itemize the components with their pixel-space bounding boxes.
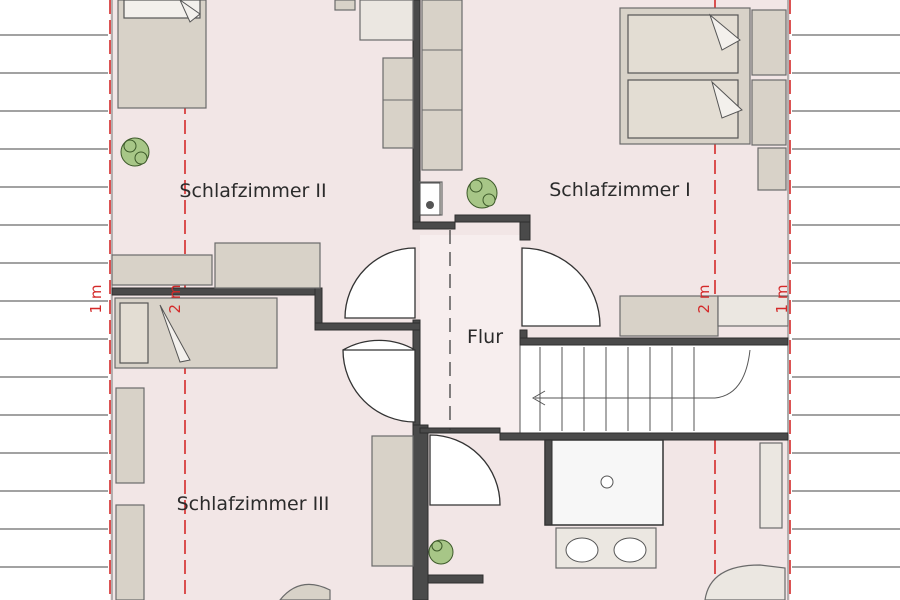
room-label-hallway: Flur bbox=[467, 326, 503, 348]
room-label-bedroom-3: Schlafzimmer III bbox=[177, 493, 330, 515]
door-bedroom-1 bbox=[521, 247, 601, 327]
armchair-bedroom-3 bbox=[279, 583, 331, 600]
double-sink bbox=[555, 527, 657, 569]
door-bathroom bbox=[429, 434, 501, 506]
dimension-label-right-1m: 1 m bbox=[773, 285, 791, 314]
wardrobe-bedroom-2 bbox=[382, 57, 414, 149]
dimension-label-right-2m: 2 m bbox=[695, 285, 713, 314]
shower bbox=[544, 439, 664, 526]
wardrobe-bedroom-1 bbox=[419, 0, 463, 216]
roof-hatching-left bbox=[0, 34, 108, 568]
plant-bedroom-2 bbox=[120, 137, 150, 167]
dimension-label-left-2m: 2 m bbox=[166, 285, 184, 314]
nightstands-bedroom-1 bbox=[751, 9, 787, 191]
wardrobe-bedroom-3 bbox=[115, 387, 414, 600]
plant-bedroom-3 bbox=[428, 539, 454, 565]
desk-bedroom-1 bbox=[619, 295, 789, 337]
interior-walls bbox=[111, 0, 789, 600]
desk-bedroom-2 bbox=[334, 0, 414, 41]
bed-bedroom-3 bbox=[114, 297, 278, 369]
bed-bedroom-2 bbox=[117, 0, 207, 109]
roof-hatching-right bbox=[792, 34, 900, 568]
stair-direction-arrow bbox=[532, 349, 751, 406]
room-label-bedroom-2: Schlafzimmer II bbox=[179, 180, 326, 202]
bathtub bbox=[704, 564, 786, 600]
door-bedroom-3 bbox=[342, 339, 416, 423]
staircase bbox=[519, 344, 789, 434]
plant-bedroom-1 bbox=[466, 177, 498, 209]
radiator-bathroom bbox=[759, 442, 783, 529]
chimney-opening bbox=[426, 201, 434, 209]
chimney bbox=[419, 182, 441, 216]
bed-bedroom-1 bbox=[619, 7, 751, 145]
door-bedroom-2 bbox=[344, 247, 416, 319]
shelf-bedroom-2 bbox=[111, 242, 321, 289]
room-label-bedroom-1: Schlafzimmer I bbox=[549, 179, 691, 201]
doors bbox=[342, 247, 601, 506]
dimension-label-left-1m: 1 m bbox=[87, 285, 105, 314]
